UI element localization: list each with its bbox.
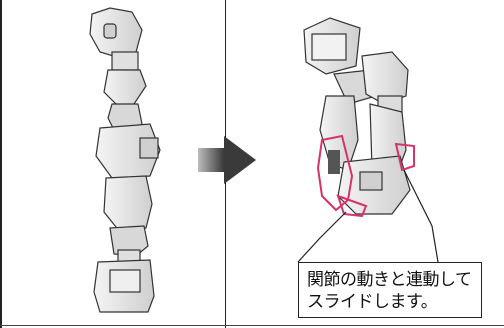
sliding-armor-highlight: [316, 134, 415, 218]
callout-leader: [297, 169, 439, 263]
left-border: [0, 0, 2, 328]
caption-line-2: スライドします。: [307, 292, 438, 312]
arrow-right-icon: [198, 136, 256, 184]
leg-frame-straight: [89, 7, 161, 313]
leg-frame-bent: [303, 17, 411, 215]
bottom-rule: [0, 325, 504, 326]
caption-box: 関節の動きと連動して スライドします。: [298, 262, 482, 318]
caption-line-1: 関節の動きと連動して: [307, 270, 472, 290]
armor-panel: [328, 150, 340, 174]
